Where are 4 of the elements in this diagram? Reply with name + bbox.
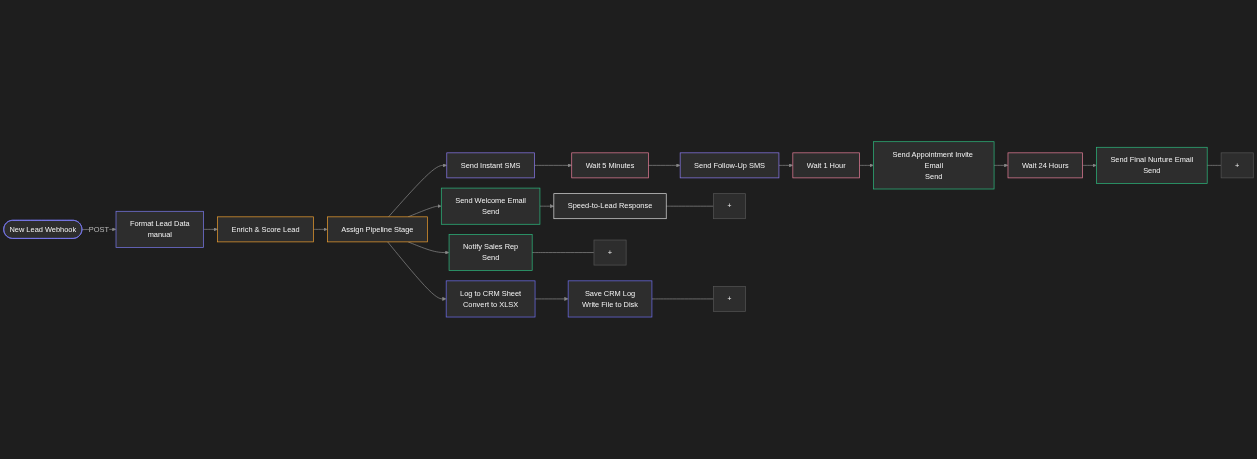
- connector: [531, 252, 595, 254]
- connector: [1206, 165, 1222, 166]
- connector: [665, 205, 714, 207]
- connector: [651, 298, 714, 300]
